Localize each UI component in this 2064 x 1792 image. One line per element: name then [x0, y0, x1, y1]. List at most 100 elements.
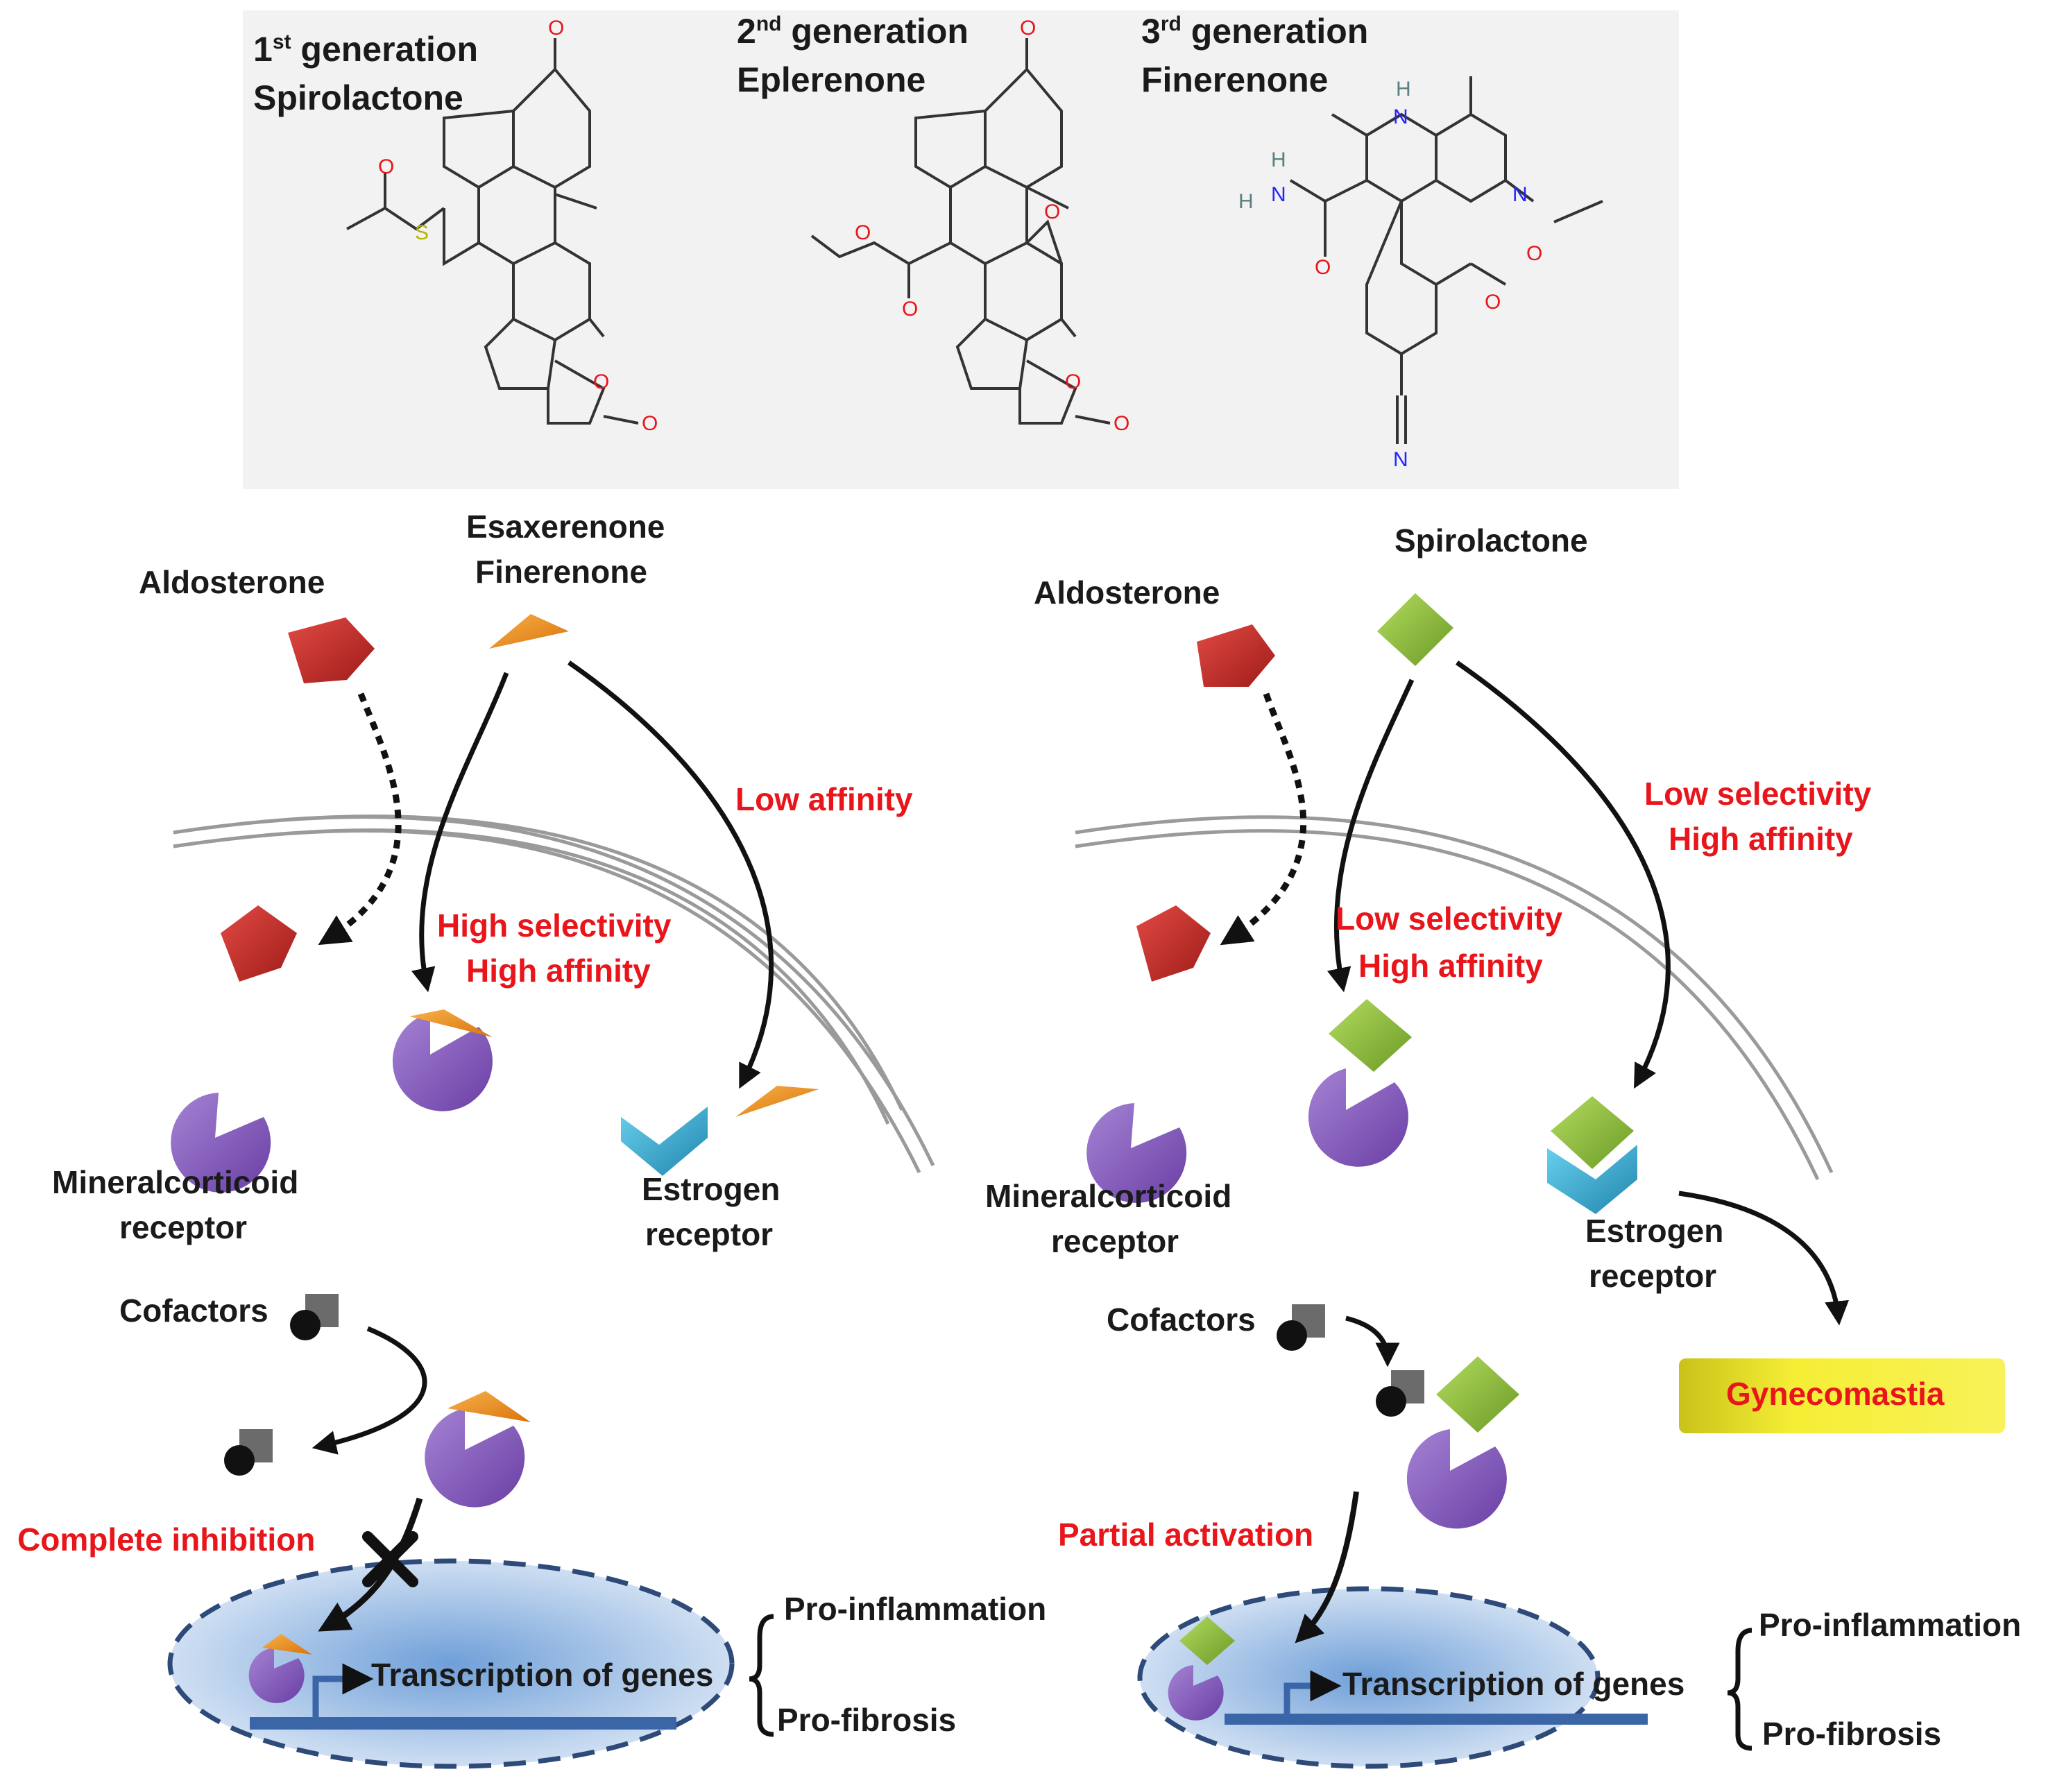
left-nucleus [167, 1558, 735, 1769]
eple-o5: O [1065, 370, 1081, 393]
gen3-drug: Finerenone [1141, 60, 1328, 99]
right-drug-molecule [1377, 593, 1453, 666]
left-high-selectivity: High selectivity [437, 907, 672, 944]
right-gynecomastia-label: Gynecomastia [1726, 1376, 1945, 1412]
left-mr-label-1: Mineralcorticoid [52, 1164, 298, 1200]
fine-o1: O [1526, 242, 1542, 265]
spirolactone-structure [346, 38, 639, 425]
left-effect-label: Complete inhibition [17, 1521, 315, 1558]
left-cofactor-arrow [312, 1326, 427, 1455]
right-er-receptor [1547, 1145, 1637, 1214]
left-drug-label-2: Finerenone [475, 554, 647, 590]
left-out-inflammation: Pro-inflammation [784, 1591, 1046, 1627]
right-cofactors-label: Cofactors [1107, 1302, 1256, 1338]
left-aldosterone-label: Aldosterone [139, 564, 325, 600]
left-out-fibrosis: Pro-fibrosis [777, 1702, 956, 1738]
right-mr-bound-drug [1329, 999, 1412, 1072]
right-aldosterone-free [1136, 905, 1211, 982]
left-mr-bound-drug [409, 1009, 493, 1037]
left-gene-bar [250, 1717, 676, 1730]
right-cofactor-ball [1277, 1320, 1307, 1351]
left-high-affinity: High affinity [466, 953, 651, 989]
eple-o3: O [855, 221, 871, 244]
right-nucleus-drug [1179, 1616, 1235, 1665]
right-mr-label-2: receptor [1051, 1223, 1179, 1259]
right-gynecomastia-arrow [1678, 1191, 1849, 1326]
left-aldosterone-free [221, 905, 297, 982]
right-er-arrow [1456, 660, 1671, 1089]
right-mr-empty [1086, 1103, 1187, 1203]
left-complex-drug [447, 1391, 531, 1422]
spiro-o1: O [548, 17, 564, 40]
left-er-label-2: receptor [645, 1216, 773, 1252]
left-aldosterone-molecule [288, 617, 375, 683]
left-block-x [362, 1531, 418, 1587]
right-complex-cofactor-ball [1376, 1386, 1406, 1417]
right-high-affinity-top: High affinity [1669, 821, 1853, 857]
right-high-affinity: High affinity [1358, 948, 1543, 984]
left-nucleus-receptor [248, 1648, 305, 1703]
left-nucleus-arrow [318, 1497, 423, 1632]
right-er-drug [1551, 1096, 1634, 1169]
fine-o2: O [1315, 256, 1331, 279]
left-complex-receptor [425, 1408, 525, 1508]
right-mr-arrow [1327, 679, 1415, 993]
fine-n1: N [1393, 105, 1408, 128]
right-er-label-1: Estrogen [1585, 1213, 1723, 1249]
right-out-fibrosis: Pro-fibrosis [1762, 1716, 1941, 1752]
eple-o2: O [902, 298, 918, 321]
fine-h2: H [1238, 190, 1254, 213]
fine-n2: N [1512, 183, 1528, 206]
gen3-label: 3rd generation [1141, 12, 1368, 51]
left-mr-empty [171, 1093, 271, 1193]
gen1-drug: Spirolactone [253, 78, 463, 117]
eple-o6: O [1114, 412, 1129, 435]
right-effect-label: Partial activation [1058, 1517, 1313, 1553]
left-mr-arrow [411, 672, 509, 993]
left-er-label-1: Estrogen [642, 1171, 780, 1207]
right-nucleus-receptor [1168, 1665, 1224, 1721]
fine-n3: N [1271, 183, 1286, 206]
left-aldosterone-dotted-arrow [318, 692, 402, 946]
right-low-selectivity-top: Low selectivity [1644, 776, 1872, 812]
left-er-receptor [621, 1107, 708, 1176]
right-gynecomastia-box [1679, 1358, 2005, 1433]
cell-membrane-right [1075, 815, 1834, 1181]
right-complex-drug [1436, 1356, 1519, 1433]
left-transcription-label: Transcription of genes [371, 1657, 713, 1693]
fine-h3: H [1271, 148, 1286, 171]
left-cofactor-ball-released [224, 1445, 255, 1476]
spiro-s: S [415, 221, 429, 244]
right-drug-label: Spirolactone [1395, 522, 1588, 558]
left-antagonist-molecule [489, 614, 569, 649]
left-promoter-arrow [312, 1663, 374, 1727]
gen1-label: 1st generation [253, 30, 478, 69]
left-drug-label-1: Esaxerenone [466, 509, 665, 545]
right-aldosterone-dotted-arrow [1220, 692, 1307, 946]
right-complex-receptor [1406, 1429, 1507, 1529]
right-mr-bound-receptor [1308, 1068, 1408, 1167]
left-er-arrow [568, 660, 774, 1089]
right-out-inflammation: Pro-inflammation [1759, 1607, 2021, 1643]
left-nucleus-drug [262, 1634, 312, 1655]
spiro-o3: O [593, 370, 609, 393]
fine-h1: H [1396, 78, 1411, 101]
left-bracket [749, 1614, 774, 1737]
gen2-label: 2nd generation [737, 12, 969, 51]
right-aldosterone-label: Aldosterone [1034, 574, 1220, 611]
finerenone-structure [1289, 76, 1603, 444]
right-mr-label-1: Mineralcorticoid [985, 1178, 1231, 1214]
fine-n4: N [1393, 448, 1408, 471]
spiro-o2: O [378, 155, 394, 178]
right-promoter-arrow [1283, 1670, 1342, 1721]
right-bracket [1727, 1628, 1752, 1751]
right-nucleus-arrow [1295, 1491, 1359, 1644]
right-gene-bar [1225, 1714, 1648, 1725]
spiro-o4: O [642, 412, 658, 435]
left-mr-bound-receptor [392, 1013, 493, 1111]
fine-o3: O [1485, 291, 1501, 314]
right-er-label-2: receptor [1589, 1258, 1716, 1294]
right-aldosterone-molecule [1197, 624, 1275, 687]
left-low-affinity: Low affinity [735, 781, 913, 817]
